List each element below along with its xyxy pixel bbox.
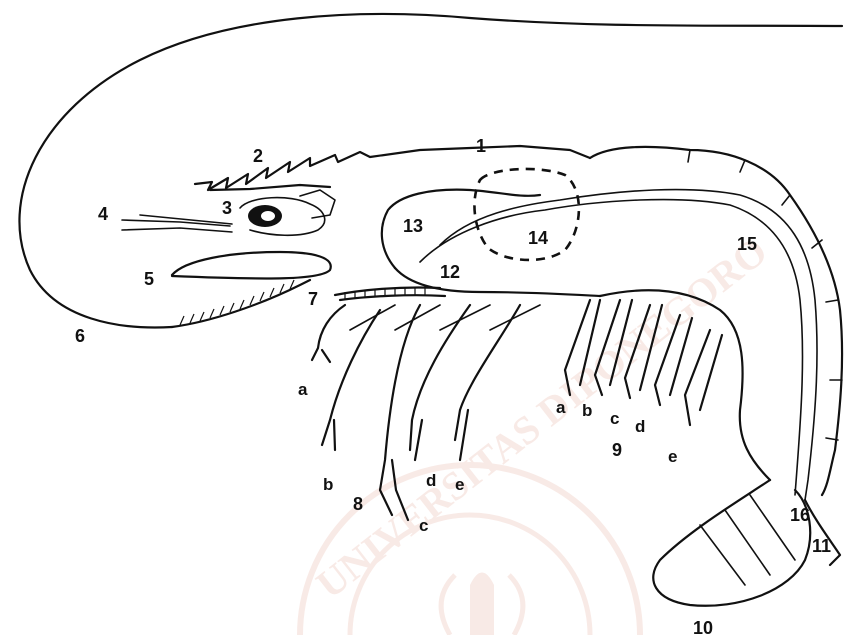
label-pereiopod-a: a — [298, 380, 308, 399]
label-15: 15 — [737, 234, 757, 254]
label-pleopod-c: c — [610, 409, 619, 428]
label-pereiopod-b: b — [323, 475, 333, 494]
label-8: 8 — [353, 494, 363, 514]
label-pleopod-d: d — [635, 417, 645, 436]
antennule — [122, 215, 232, 232]
label-2: 2 — [253, 146, 263, 166]
label-pleopod-e: e — [668, 447, 677, 466]
maxilliped-2 — [340, 295, 445, 300]
label-pereiopod-d: d — [426, 471, 436, 490]
label-7: 7 — [308, 289, 318, 309]
maxilliped — [335, 287, 440, 295]
antenna-hatching — [180, 280, 294, 325]
uropod-ribs — [700, 495, 795, 585]
watermark-text: UNIVERSITAS DIPONEGORO — [308, 228, 776, 607]
label-16: 16 — [790, 505, 810, 525]
label-pereiopod-c: c — [419, 516, 428, 535]
label-9: 9 — [612, 440, 622, 460]
label-11: 11 — [812, 536, 831, 556]
label-10: 10 — [693, 618, 713, 635]
label-12: 12 — [440, 262, 460, 282]
antenna-peduncle — [172, 280, 310, 327]
label-13: 13 — [403, 216, 423, 236]
label-pleopod-b: b — [582, 401, 592, 420]
eyestalk — [300, 190, 335, 218]
label-1: 1 — [476, 136, 486, 156]
label-group: 1 2 3 4 5 6 7 8 9 10 11 12 13 14 15 16 a… — [75, 136, 831, 635]
label-5: 5 — [144, 269, 154, 289]
label-pleopod-a: a — [556, 398, 566, 417]
eye — [240, 198, 325, 236]
label-6: 6 — [75, 326, 85, 346]
label-pereiopod-e: e — [455, 475, 464, 494]
label-4: 4 — [98, 204, 108, 224]
scaphocerite — [172, 252, 331, 278]
uropod — [653, 480, 810, 606]
carapace-ventral — [395, 268, 600, 296]
label-3: 3 — [222, 198, 232, 218]
label-14: 14 — [528, 228, 548, 248]
